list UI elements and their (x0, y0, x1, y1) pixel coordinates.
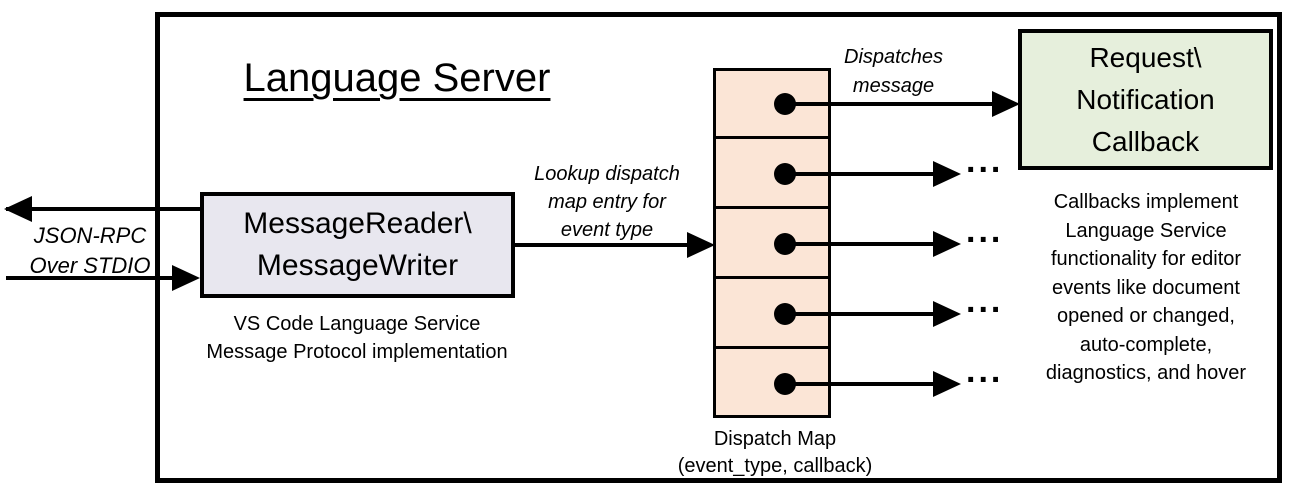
dispatch-arrow-5-head-icon (933, 371, 961, 397)
lookup-arrowhead-icon (687, 232, 715, 258)
dispatches-label-line1: Dispatches (844, 46, 943, 68)
diagram-title: Language Server (243, 56, 551, 100)
dispatch-arrow-5-line (785, 382, 935, 386)
stdio-label-line2: Over STDIO (29, 253, 151, 278)
dispatch-arrow-1-head-icon (992, 91, 1020, 117)
dispatch-arrow-3-line (785, 242, 935, 246)
ellipsis-label: ... (966, 142, 1004, 180)
dispatch-map-divider (714, 136, 830, 139)
dispatches-label-line2: message (852, 75, 935, 97)
callback-box-line2: Notification (1076, 83, 1215, 115)
dispatch-arrow-2-head-icon (933, 161, 961, 187)
stdio-label-line1: JSON-RPC (33, 223, 147, 248)
dispatch-map-caption-line1: Dispatch Map (713, 428, 837, 450)
dispatch-map-divider (714, 276, 830, 279)
message-box-caption: VS Code Language Service Message Protoco… (172, 310, 542, 366)
dispatch-arrow-4-head-icon (933, 301, 961, 327)
lookup-label-line3: event type (560, 219, 654, 241)
ellipsis-label: ... (966, 212, 1004, 250)
lookup-arrow-line (515, 243, 689, 247)
dispatch-arrow-3-head-icon (933, 231, 961, 257)
dispatches-label: Dispatches message (826, 43, 961, 101)
message-box-line1: MessageReader\ (243, 207, 472, 240)
callback-box-line1: Request\ (1089, 41, 1202, 73)
dispatch-map-caption: Dispatch Map (event_type, callback) (658, 426, 892, 480)
ellipsis-label: ... (966, 282, 1004, 320)
language-server-boundary (155, 12, 1282, 483)
message-box-caption-line2: Message Protocol implementation (206, 341, 508, 363)
dispatch-map-divider (714, 206, 830, 209)
message-box-line2: MessageWriter (256, 249, 459, 282)
lookup-label-line2: map entry for (548, 191, 666, 213)
lookup-arrow-label: Lookup dispatch map entry for event type (517, 160, 697, 244)
dispatch-map-divider (714, 346, 830, 349)
callbacks-note: Callbacks implement Language Service fun… (1045, 191, 1247, 384)
message-box-caption-line1: VS Code Language Service (233, 313, 481, 335)
request-notification-callback-box: Request\ Notification Callback (1018, 29, 1273, 170)
ellipsis-label: ... (966, 352, 1004, 390)
dispatch-arrow-4-line (785, 312, 935, 316)
callback-box-line3: Callback (1091, 125, 1200, 157)
stdio-in-arrowhead-icon (172, 265, 200, 291)
stdio-in-arrow-line (6, 276, 176, 280)
message-reader-writer-box: MessageReader\ MessageWriter (200, 192, 515, 298)
dispatch-map-caption-line2: (event_type, callback) (677, 455, 873, 477)
stdio-label: JSON-RPC Over STDIO (15, 221, 165, 281)
stdio-out-arrowhead-icon (4, 196, 32, 222)
dispatch-arrow-2-line (785, 172, 935, 176)
lookup-label-line1: Lookup dispatch (534, 163, 680, 185)
stdio-out-arrow-line (6, 207, 200, 211)
dispatch-arrow-1-line (785, 102, 1000, 106)
